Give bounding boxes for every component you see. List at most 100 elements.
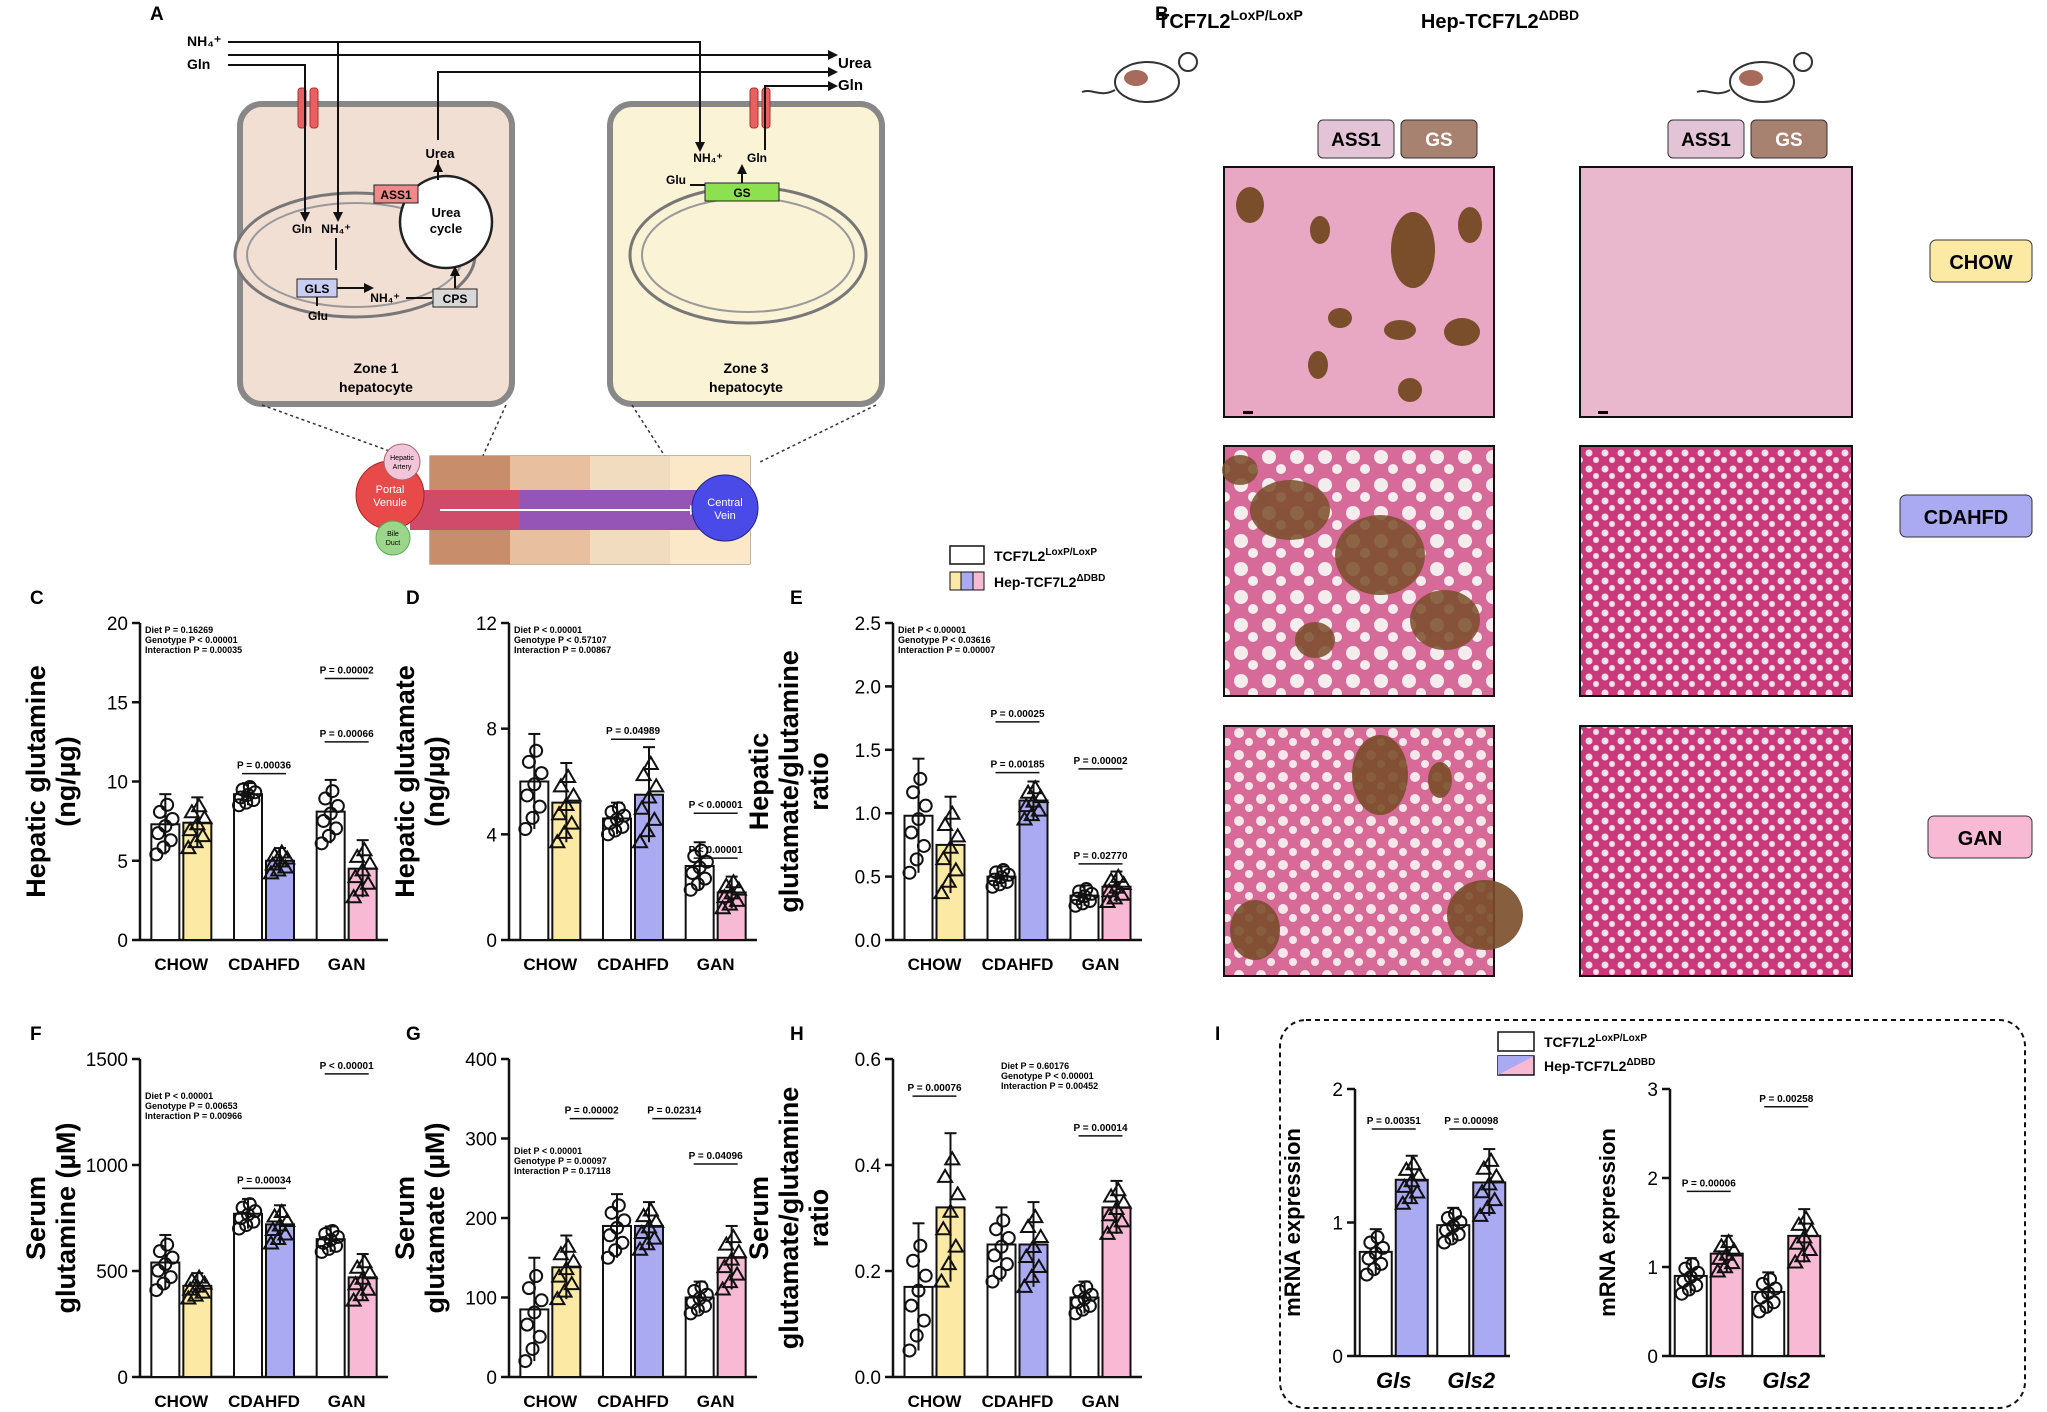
data-point xyxy=(264,1220,282,1236)
data-point xyxy=(183,1271,201,1287)
bar xyxy=(265,1223,295,1378)
data-point xyxy=(994,1239,1009,1254)
data-point xyxy=(1800,1241,1819,1256)
data-point xyxy=(604,1205,619,1220)
data-point xyxy=(1072,1283,1087,1298)
legend-swatch-ko-cdahfd xyxy=(960,571,974,591)
y-tick-label: 200 xyxy=(465,1209,497,1230)
data-point xyxy=(552,777,570,793)
gln-label: Gln xyxy=(187,56,210,72)
bar xyxy=(602,817,632,942)
data-point xyxy=(1471,1206,1489,1222)
p-value-label: P = 0.00002 xyxy=(565,1106,619,1117)
data-point xyxy=(1030,1257,1048,1273)
data-point xyxy=(1105,889,1124,905)
data-point xyxy=(1107,878,1126,894)
zone1-nh4-label-2: NH₄⁺ xyxy=(370,291,399,305)
zone1-gln-label: Gln xyxy=(292,222,312,236)
data-point xyxy=(715,888,734,904)
data-point xyxy=(330,799,345,814)
y-axis-label: Serum xyxy=(390,1176,420,1260)
data-point xyxy=(611,801,626,816)
data-point xyxy=(936,816,954,832)
data-point xyxy=(904,1298,919,1313)
y-tick-label: 5 xyxy=(117,852,128,873)
ass1-stain-badge xyxy=(1317,119,1395,159)
data-point xyxy=(1752,1304,1767,1319)
y-tick-label: 4 xyxy=(486,825,497,846)
y-axis-label: mRNA expression xyxy=(1280,1128,1305,1317)
gs-staining-wt-chow xyxy=(1236,187,1482,402)
data-point xyxy=(1473,1183,1491,1199)
y-tick-label: 0 xyxy=(486,1368,497,1389)
stats-text: Interaction P = 0.17118 xyxy=(514,1166,611,1176)
ass1-stain-badge-2 xyxy=(1667,119,1745,159)
data-point xyxy=(999,1257,1014,1272)
y-axis-label: Hepatic xyxy=(744,733,774,831)
y-tick-label: 10 xyxy=(107,773,128,794)
data-point xyxy=(529,1268,544,1283)
bar xyxy=(315,1238,346,1378)
stats-text: Genotype P = 0.00653 xyxy=(145,1101,238,1111)
x-tick-label: Gls xyxy=(1376,1368,1411,1393)
data-point xyxy=(715,1258,734,1274)
data-point xyxy=(160,1237,175,1252)
p-value-label: P = 0.00185 xyxy=(990,760,1044,771)
gs-stain-badge-2 xyxy=(1750,119,1828,159)
data-point xyxy=(1374,1256,1389,1271)
data-point xyxy=(1102,871,1120,887)
x-tick-label: CHOW xyxy=(908,955,963,974)
data-point xyxy=(242,1197,257,1212)
data-point xyxy=(278,1212,296,1227)
data-point xyxy=(992,1265,1007,1280)
x-tick-label: GAN xyxy=(328,955,366,974)
data-point xyxy=(1100,882,1119,898)
data-point xyxy=(1448,1206,1463,1221)
data-point xyxy=(1797,1209,1815,1225)
data-point xyxy=(724,1228,743,1244)
data-point xyxy=(906,1253,921,1268)
data-point xyxy=(717,876,736,892)
y-tick-label: 0 xyxy=(486,931,497,952)
x-tick-label: CDAHFD xyxy=(597,955,669,974)
data-point xyxy=(1370,1230,1385,1245)
data-point xyxy=(1070,891,1085,906)
cps-box xyxy=(432,288,478,308)
urea-cycle-label-2: cycle xyxy=(430,221,463,236)
data-point xyxy=(1710,1249,1729,1265)
data-point xyxy=(265,846,284,862)
y-axis-label: glutamine (µM) xyxy=(51,1122,81,1313)
stats-text: Interaction P = 0.00035 xyxy=(145,645,242,655)
gs-stain-label-2: GS xyxy=(1775,130,1802,151)
data-point xyxy=(1716,1258,1734,1274)
data-point xyxy=(273,843,291,859)
bar xyxy=(182,1284,213,1378)
data-point xyxy=(633,799,651,815)
data-point xyxy=(1678,1261,1693,1276)
data-point xyxy=(1015,810,1034,826)
zone3-title: Zone 3 xyxy=(723,360,768,376)
bar xyxy=(1436,1224,1471,1358)
hepatic-artery xyxy=(383,443,421,481)
data-point xyxy=(559,1237,577,1253)
gs-staining-wt-gan xyxy=(1230,735,1523,960)
data-point xyxy=(149,847,164,862)
p-value-label: P = 0.00066 xyxy=(320,729,374,740)
data-point xyxy=(518,1354,533,1369)
data-point xyxy=(722,1250,741,1266)
panel-letter-g: G xyxy=(406,1024,421,1045)
data-point xyxy=(527,777,542,792)
x-tick-label: CDAHFD xyxy=(228,1392,300,1411)
data-point xyxy=(550,805,568,821)
data-point xyxy=(987,872,1002,887)
zone1-glu-label: Glu xyxy=(308,309,328,323)
stats-text: Genotype P < 0.00001 xyxy=(1001,1071,1094,1081)
data-point xyxy=(557,1260,576,1276)
data-point xyxy=(165,811,180,826)
data-point xyxy=(1408,1183,1426,1199)
y-tick-label: 0 xyxy=(1332,1347,1343,1368)
data-point xyxy=(190,797,208,813)
data-point xyxy=(1755,1276,1770,1291)
data-point xyxy=(562,1275,581,1291)
